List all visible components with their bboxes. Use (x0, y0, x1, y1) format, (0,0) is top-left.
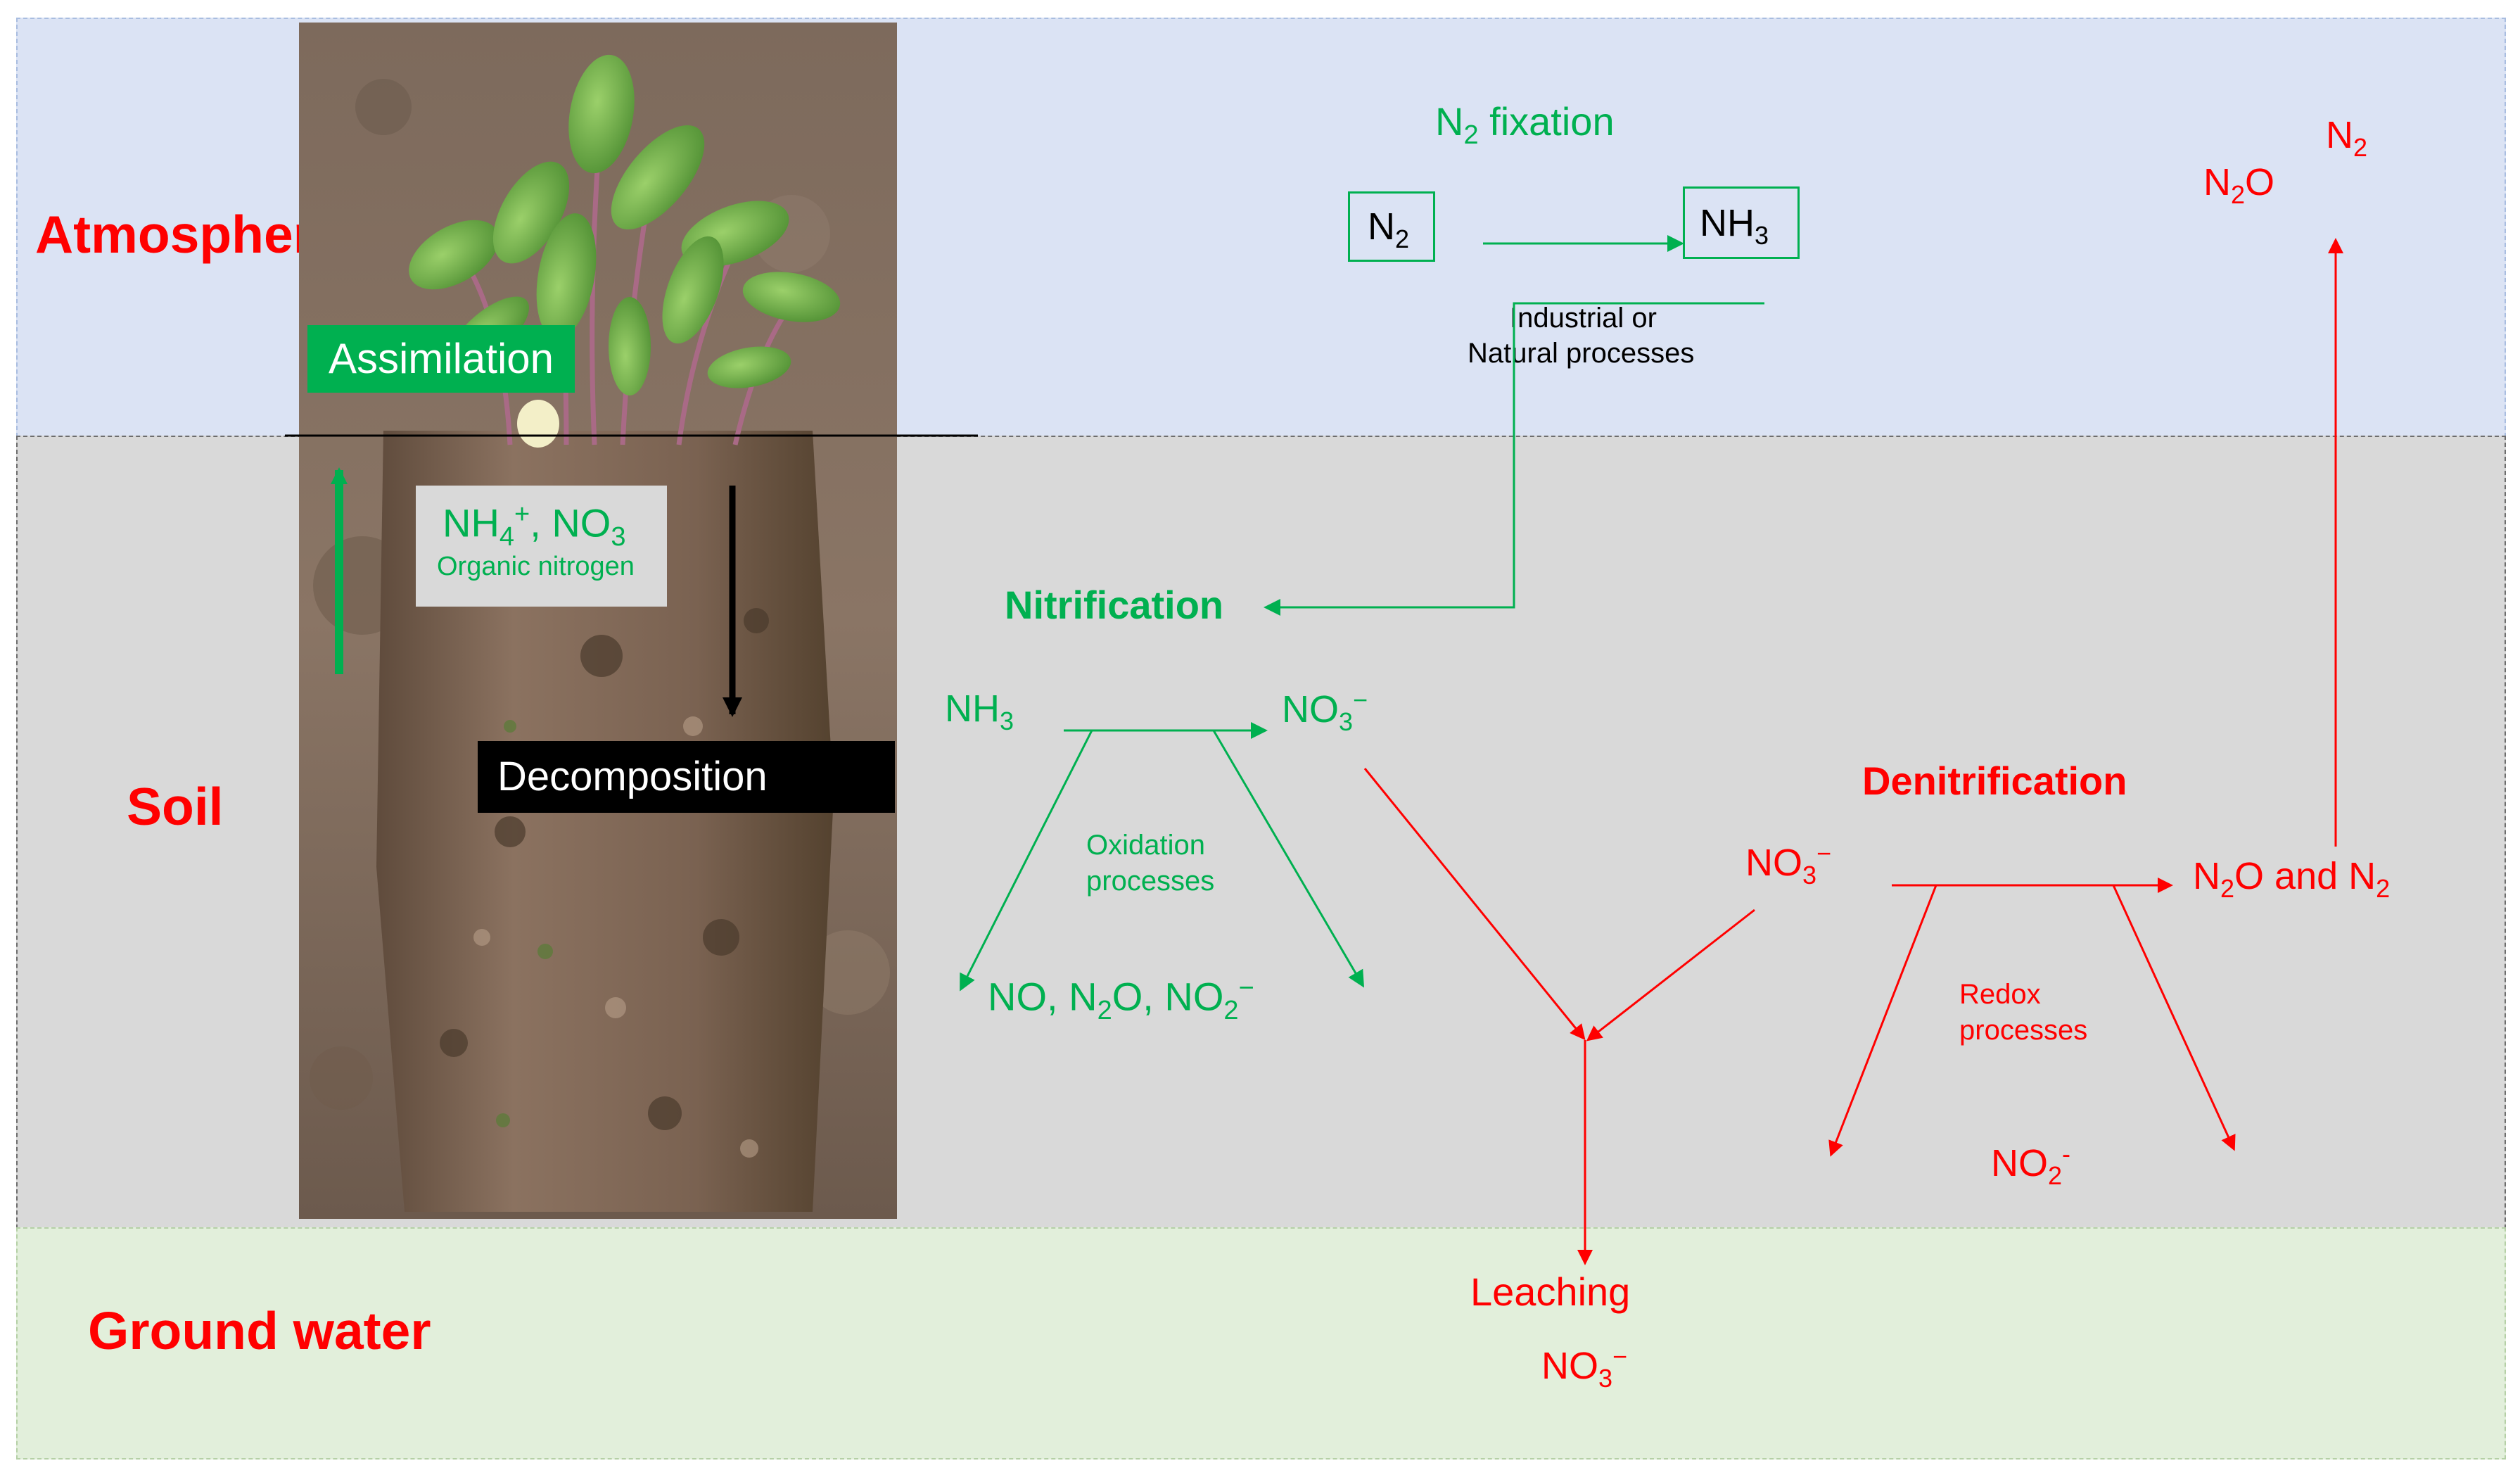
industrial-processes-line1: Industrial or (1510, 303, 1657, 334)
nh3-box (1683, 186, 1800, 259)
redox-arrow-right (2112, 885, 2236, 1151)
denitrification-title: Denitrification (1862, 759, 2127, 803)
nitrification-byproduct-arrow-right (1212, 730, 1365, 988)
denitrification-to-leaching-arrow (1586, 909, 1755, 1042)
ground-water-label: Ground water (88, 1301, 431, 1360)
assimilation-label: Assimilation (307, 325, 575, 393)
leaching-no3: NO3− (1541, 1342, 1628, 1393)
oxidation-processes-line2: processes (1086, 866, 1215, 897)
plant-photo-illustration (299, 23, 897, 1219)
organic-nitrogen-label: Organic nitrogen (437, 552, 635, 581)
nitrification-no3: NO3− (1282, 685, 1368, 736)
fixation-to-nitrification-connector (1264, 302, 1764, 616)
denitrification-product: N2O and N2 (2193, 855, 2391, 903)
atmosphere-n2o: N2O (2203, 161, 2275, 209)
soil-nitrogen-species: NH4+, NO3 (443, 500, 626, 552)
denitrification-no3: NO3− (1745, 839, 1832, 890)
soil-nitrogen-box: NH4+, NO3 Organic nitrogen (416, 486, 667, 607)
nitrification-byproduct-arrow-left (960, 730, 1093, 992)
nitrification-byproducts: NO, N2O, NO2− (988, 973, 1254, 1025)
nh3-box-label: NH3 (1700, 202, 1769, 250)
nitrification-title: Nitrification (1005, 583, 1224, 627)
nitrification-nh3: NH3 (945, 688, 1014, 735)
atmosphere-label: Atmosphere (35, 205, 343, 264)
n2-fixation-title: N2 fixation (1435, 99, 1615, 151)
redox-processes-line1: Redox (1959, 979, 2041, 1010)
n2-box-label: N2 (1368, 205, 1410, 253)
denitrification-no2: NO2- (1991, 1139, 2071, 1190)
redox-arrow-left (1828, 885, 1937, 1157)
oxidation-processes-line1: Oxidation (1086, 830, 1205, 861)
soil-label: Soil (127, 777, 224, 836)
nitrification-to-leaching-arrow (1363, 768, 1586, 1041)
leaching-title: Leaching (1470, 1270, 1631, 1314)
n2-box (1348, 191, 1435, 262)
redox-processes-line2: processes (1959, 1015, 2088, 1046)
decomposition-label: Decomposition (478, 741, 895, 813)
groundwater-band (16, 1227, 2506, 1460)
plant-soil-core-photo (299, 23, 897, 1219)
atmosphere-n2: N2 (2326, 114, 2368, 162)
industrial-processes-line2: Natural processes (1468, 338, 1695, 369)
